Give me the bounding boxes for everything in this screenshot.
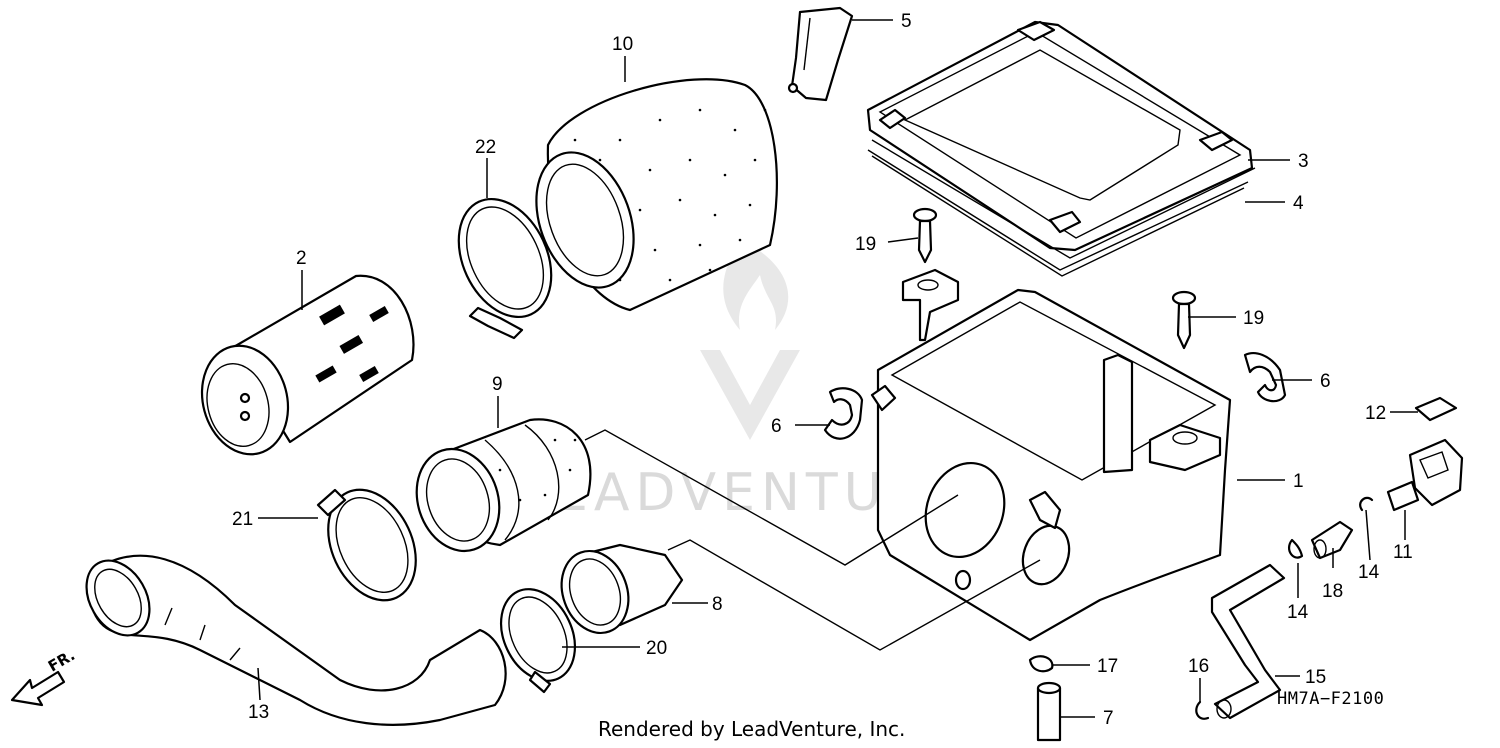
clamp-band-22 xyxy=(457,197,553,340)
connecting-tube xyxy=(415,418,592,553)
callout-4: 4 xyxy=(1293,193,1304,214)
front-label: FR. xyxy=(45,646,78,675)
hose-joint xyxy=(1310,520,1354,560)
cover-seal xyxy=(867,149,1249,271)
callout-19-lower: 19 xyxy=(1243,308,1264,329)
push-rivet-upper xyxy=(912,207,938,264)
tube-to-case-line-upper xyxy=(584,429,959,566)
callout-2: 2 xyxy=(296,248,307,269)
tube-clip xyxy=(1195,700,1210,720)
credit-text: Rendered by LeadVenture, Inc. xyxy=(598,717,905,741)
front-direction-arrow: FR. xyxy=(10,646,78,707)
callout-18: 18 xyxy=(1322,581,1343,602)
callout-12: 12 xyxy=(1365,403,1386,424)
callout-5: 5 xyxy=(901,11,912,32)
callout-11: 11 xyxy=(1393,542,1413,563)
leader-lines xyxy=(257,19,1418,718)
hose-clip-right xyxy=(1359,496,1374,512)
air-cleaner-cover xyxy=(866,20,1256,259)
callout-20: 20 xyxy=(646,638,667,659)
air-cleaner-case xyxy=(870,268,1232,642)
bracket xyxy=(787,6,854,102)
callout-labels: 1 2 3 4 5 6 6 7 8 9 10 11 12 13 14 14 15… xyxy=(232,11,1413,729)
callout-15: 15 xyxy=(1305,667,1326,688)
air-filter-element xyxy=(535,78,778,312)
callout-6-left: 6 xyxy=(771,416,782,437)
tube-to-case-line-lower xyxy=(667,539,1041,651)
drain-plug-7 xyxy=(1036,681,1062,742)
callout-21: 21 xyxy=(232,509,253,530)
callout-17: 17 xyxy=(1097,656,1118,677)
small-clip xyxy=(1028,655,1054,673)
callout-10: 10 xyxy=(612,34,633,55)
callout-3: 3 xyxy=(1298,151,1309,172)
callout-6-right: 6 xyxy=(1320,371,1331,392)
diagram-code: HM7A−F2100 xyxy=(1277,689,1384,709)
sponge-pad xyxy=(1414,396,1458,422)
callout-22: 22 xyxy=(475,137,496,158)
hose-clip-left xyxy=(1287,538,1304,559)
callout-7: 7 xyxy=(1103,708,1114,729)
callout-13: 13 xyxy=(248,702,269,723)
clip-6-left xyxy=(823,387,864,440)
clamp-band-20 xyxy=(500,588,576,694)
callout-14-left: 14 xyxy=(1287,602,1309,623)
duct-tube-8 xyxy=(560,543,684,635)
clip-6-right xyxy=(1243,352,1287,403)
callout-8: 8 xyxy=(712,594,723,615)
push-rivet-lower xyxy=(1171,290,1197,350)
callout-14-right: 14 xyxy=(1358,562,1380,583)
callout-1: 1 xyxy=(1293,471,1304,492)
callout-9: 9 xyxy=(492,374,503,395)
drain-plug xyxy=(1386,438,1464,512)
filter-screen xyxy=(200,274,415,456)
intake-duct xyxy=(85,554,507,726)
callout-19-upper: 19 xyxy=(855,234,876,255)
drain-tube xyxy=(1210,563,1286,720)
clamp-band-21 xyxy=(316,488,417,602)
callout-16: 16 xyxy=(1188,656,1209,677)
